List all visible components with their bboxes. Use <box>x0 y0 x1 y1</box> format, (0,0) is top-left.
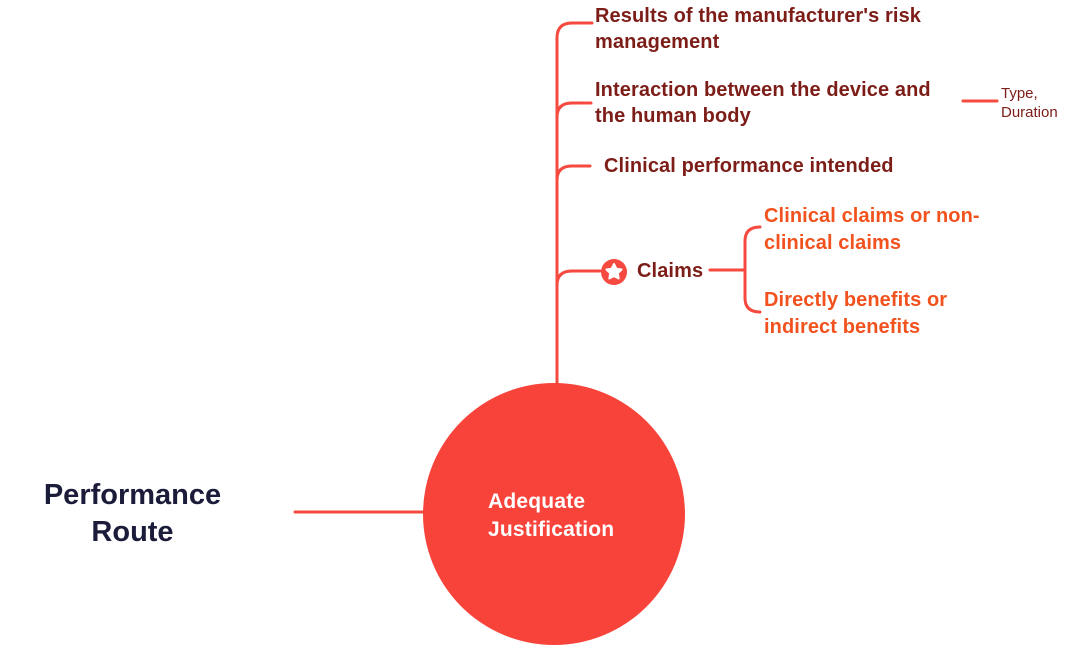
center-node-label: Adequate Justification <box>488 490 615 541</box>
sub-label-benefits: Directly benefits or indirect benefits <box>764 289 948 338</box>
branch-claims-label: Claims <box>637 260 704 282</box>
root-node-label: Performance Route <box>43 479 222 548</box>
sub-label-clinical-claims: Clinical claims or non-clinical claims <box>764 205 980 254</box>
edge-interaction <box>555 101 593 119</box>
sub-label-type-duration: Type, Duration <box>1001 85 1058 121</box>
edge-claims <box>555 269 602 287</box>
center-node-circle <box>423 383 685 645</box>
branch-results-label: Results of the manufacturer's risk manag… <box>595 5 922 53</box>
branch-interaction-label: Interaction between the device and the h… <box>595 79 931 127</box>
edge-trunk-and-results <box>555 21 594 386</box>
branch-clinical-performance-label: Clinical performance intended <box>604 155 894 177</box>
edge-claims-bracket <box>743 225 762 314</box>
edge-clinical-performance <box>555 164 592 182</box>
star-badge-icon <box>601 259 627 285</box>
